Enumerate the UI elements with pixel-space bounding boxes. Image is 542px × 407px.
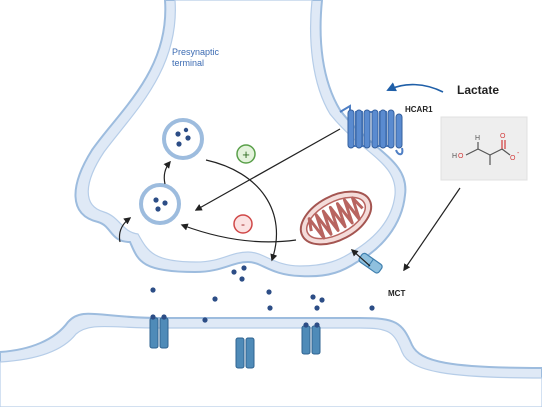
mct-transporter: [358, 252, 383, 274]
charge-sign: -: [517, 150, 520, 157]
arrow-lactate-to-mct: [403, 187, 461, 272]
postsynaptic-receptor-left: [149, 314, 169, 349]
arrow-mito-to-vesicle: [180, 223, 297, 243]
plus-sign: +: [242, 147, 250, 162]
postsynaptic-cytoplasm: [0, 325, 542, 407]
arrow-hcar1-to-vesicle: [194, 128, 341, 211]
alpha-h: H: [475, 135, 480, 142]
mct-label: MCT: [388, 289, 405, 298]
minus-sign: -: [241, 217, 245, 231]
hydroxyl-h: H: [452, 153, 457, 160]
arrow-vesicle-cycle-up: [163, 160, 171, 185]
hydroxyl-o: O: [458, 153, 464, 160]
arrow-vesicle-cycle-in: [118, 217, 132, 243]
postsynaptic-receptor-middle: [235, 337, 255, 369]
carbonyl-o: O: [500, 133, 506, 140]
arrow-release-curve: [205, 159, 278, 262]
mitochondrion: [299, 190, 373, 246]
hcar1-label: HCAR1: [405, 105, 433, 114]
vesicle-upper: [162, 118, 204, 160]
carboxylate-o: O: [510, 155, 516, 162]
hcar1-receptor: [339, 104, 404, 156]
neurotransmitter-dots: [150, 265, 375, 323]
postsynaptic-receptor-right: [301, 322, 321, 355]
presynaptic-label: Presynaptic: [172, 47, 220, 57]
presynaptic-label-line2: terminal: [172, 58, 204, 68]
lactate-molecule: H O H O O -: [440, 116, 528, 181]
vesicle-lower: [139, 183, 181, 225]
arrow-mct-to-mito: [350, 249, 371, 267]
minus-badge: -: [233, 214, 253, 234]
arrow-lactate-to-hcar1: [386, 82, 444, 93]
lactate-label: Lactate: [457, 83, 499, 97]
plus-badge: +: [236, 144, 256, 164]
